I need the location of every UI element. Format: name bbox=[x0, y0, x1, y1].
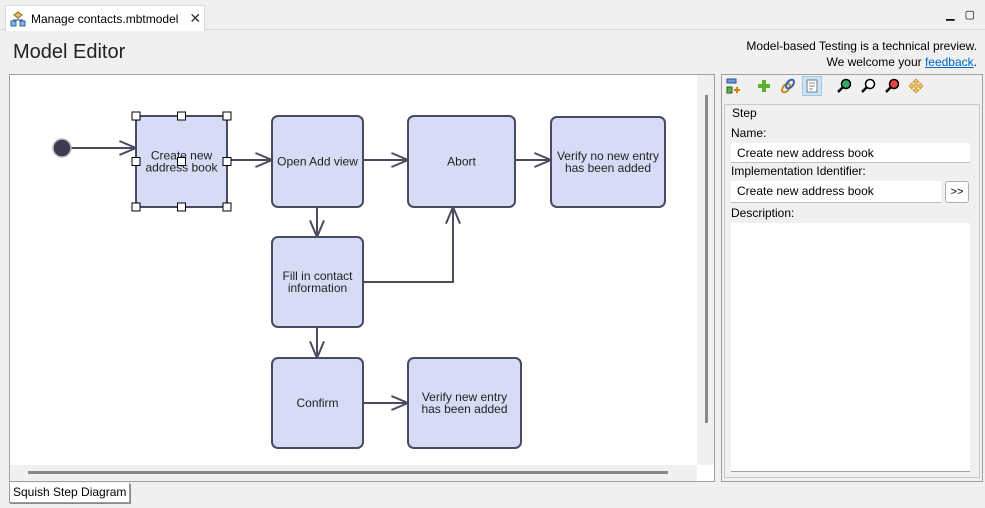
selection-handle bbox=[177, 157, 186, 166]
tab-title: Manage contacts.mbtmodel bbox=[31, 11, 179, 26]
close-icon[interactable]: ✕ bbox=[189, 10, 202, 26]
node-label-create[interactable]: Create new bbox=[151, 149, 213, 163]
selection-handle bbox=[222, 202, 232, 212]
notice-text: Model-based Testing is a technical previ… bbox=[746, 39, 977, 53]
start-node[interactable] bbox=[52, 138, 72, 158]
node-label-verify_no[interactable]: has been added bbox=[565, 161, 651, 175]
tab-squish-step-diagram[interactable]: Squish Step Diagram bbox=[9, 483, 131, 503]
selection-handle bbox=[177, 111, 186, 121]
notice-text-2: We welcome your bbox=[826, 55, 925, 69]
node-label-fill[interactable]: information bbox=[288, 281, 347, 295]
node-label-confirm[interactable]: Confirm bbox=[296, 396, 338, 410]
zoom-reset-icon[interactable] bbox=[858, 76, 878, 96]
model-hierarchy-icon bbox=[10, 10, 26, 26]
node-verify_no[interactable] bbox=[550, 116, 666, 208]
node-label-create[interactable]: address book bbox=[145, 161, 218, 175]
description-label: Description: bbox=[731, 206, 795, 220]
add-icon[interactable] bbox=[754, 76, 774, 96]
node-label-abort[interactable]: Abort bbox=[447, 155, 476, 169]
notice-suffix: . bbox=[973, 55, 977, 69]
browse-implementation-button[interactable]: >> bbox=[945, 181, 969, 203]
node-fill[interactable] bbox=[271, 236, 364, 328]
preview-notice: Model-based Testing is a technical previ… bbox=[746, 38, 977, 70]
step-group-label: Step bbox=[731, 106, 758, 120]
fit-icon[interactable] bbox=[906, 76, 926, 96]
maximize-button[interactable]: ▢ bbox=[964, 9, 975, 21]
link-icon[interactable] bbox=[778, 76, 798, 96]
selection-handle bbox=[222, 111, 232, 121]
page-title: Model Editor bbox=[13, 41, 126, 63]
feedback-link[interactable]: feedback bbox=[924, 55, 974, 69]
zoom-out-icon[interactable] bbox=[882, 76, 902, 96]
properties-icon[interactable] bbox=[802, 76, 822, 96]
step-group bbox=[724, 104, 980, 478]
node-verify_new[interactable] bbox=[407, 357, 522, 449]
node-label-verify_new[interactable]: has been added bbox=[421, 402, 507, 416]
impl-label: Implementation Identifier: bbox=[731, 164, 866, 178]
vertical-scroll-thumb[interactable] bbox=[705, 95, 708, 423]
name-input[interactable]: Create new address book bbox=[731, 143, 970, 163]
node-label-open[interactable]: Open Add view bbox=[277, 155, 358, 169]
description-textarea[interactable] bbox=[731, 223, 970, 472]
node-open[interactable] bbox=[271, 115, 364, 208]
properties-toolbar bbox=[724, 76, 926, 96]
node-label-fill[interactable]: Fill in contact bbox=[282, 269, 353, 283]
selection-handle bbox=[131, 111, 141, 121]
selection-handle bbox=[131, 157, 141, 166]
node-label-verify_no[interactable]: Verify no new entry bbox=[557, 149, 659, 163]
edge-fill-abort bbox=[363, 207, 454, 283]
selection-handle bbox=[131, 202, 141, 212]
selection-handle bbox=[177, 202, 186, 212]
tab-manage-contacts[interactable]: Manage contacts.mbtmodel ✕ bbox=[5, 5, 205, 31]
selection-handle bbox=[222, 157, 232, 166]
minimize-button[interactable]: ▁ bbox=[946, 9, 955, 21]
node-confirm[interactable] bbox=[271, 357, 364, 449]
zoom-in-icon[interactable] bbox=[834, 76, 854, 96]
horizontal-scroll-thumb[interactable] bbox=[28, 471, 668, 474]
add-step-icon[interactable] bbox=[724, 76, 744, 96]
name-label: Name: bbox=[731, 126, 767, 140]
node-abort[interactable] bbox=[407, 115, 516, 208]
node-label-verify_new[interactable]: Verify new entry bbox=[422, 390, 507, 404]
impl-input[interactable]: Create new address book bbox=[731, 181, 941, 203]
